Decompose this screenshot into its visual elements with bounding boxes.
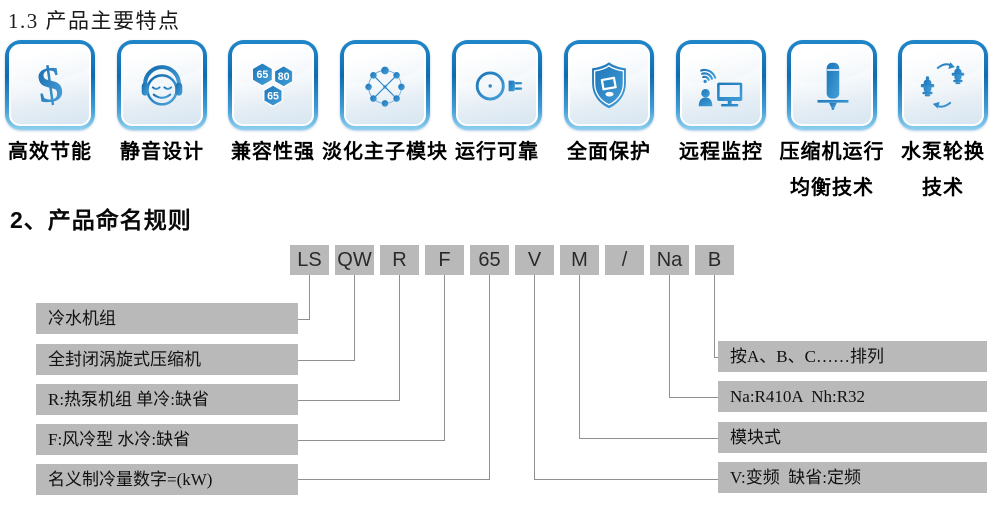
remote-monitoring-icon (698, 68, 743, 107)
section2-title: 2、产品命名规则 (10, 207, 192, 233)
connector-line (714, 357, 718, 358)
feature-label: 水泵轮换 (901, 141, 985, 163)
code-box-QW: QW (335, 245, 374, 275)
hex-value: 65 (256, 69, 268, 81)
shield-monitor-icon (592, 62, 626, 109)
power-plug-icon (475, 71, 523, 101)
feature-compatibility: 65 80 65 兼容性强 (228, 40, 318, 200)
connector-line (534, 479, 718, 480)
code-box-65: 65 (470, 245, 509, 275)
rule-modular: 模块式 (718, 422, 987, 453)
feature-label: 运行可靠 (455, 141, 539, 163)
feature-compressor-balance: 压缩机运行 均衡技术 (780, 40, 884, 200)
connector-line (298, 319, 310, 320)
code-box-R: R (380, 245, 419, 275)
feature-label: 高效节能 (8, 141, 92, 163)
connector-line (444, 275, 445, 441)
svg-text:$: $ (34, 56, 67, 114)
connector-line (669, 397, 718, 398)
connector-line (298, 400, 400, 401)
pump-rotation-icon (920, 62, 965, 109)
code-box-LS: LS (290, 245, 329, 275)
code-box-M: M (560, 245, 599, 275)
feature-label: 全面保护 (567, 141, 651, 163)
rule-refrigerant: Na:R410A Nh:R32 (718, 381, 987, 412)
feature-label-line2: 技术 (922, 177, 964, 199)
code-box-B: B (695, 245, 734, 275)
feature-energy-saving: $ 高效节能 (5, 40, 95, 200)
hexagon-modules-icon: 65 80 65 (251, 61, 294, 108)
connector-line (669, 275, 670, 398)
connector-line (298, 479, 490, 480)
feature-remote-monitoring: 远程监控 (676, 40, 766, 200)
feature-label: 兼容性强 (231, 141, 315, 163)
rule-air-cooled: F:风冷型 水冷:缺省 (36, 424, 298, 455)
feature-label: 静音设计 (120, 141, 204, 163)
connector-line (714, 275, 715, 358)
code-box-Na: Na (650, 245, 689, 275)
network-wheel-icon (365, 66, 405, 107)
hex-value: 65 (267, 91, 279, 103)
feature-full-protection: 全面保护 (564, 40, 654, 200)
rule-abc-order: 按A、B、C……排列 (718, 341, 987, 372)
connector-line (579, 275, 580, 439)
rule-heat-pump: R:热泵机组 单冷:缺省 (36, 384, 298, 415)
dollar-icon: $ (34, 56, 67, 114)
connector-line (298, 360, 355, 361)
connector-line (354, 275, 355, 361)
connector-line (534, 275, 535, 480)
hex-value: 80 (278, 71, 290, 83)
feature-label-line2: 均衡技术 (790, 177, 874, 199)
connector-line (309, 275, 310, 320)
rule-inverter: V:变频 缺省:定频 (718, 462, 987, 493)
connector-line (298, 440, 445, 441)
feature-pump-rotation: 水泵轮换 技术 (898, 40, 988, 200)
feature-silent-design: 静音设计 (117, 40, 207, 200)
connector-line (489, 275, 490, 480)
connector-line (399, 275, 400, 401)
rule-scroll-compressor: 全封闭涡旋式压缩机 (36, 344, 298, 375)
headphones-smiley-icon (141, 65, 183, 106)
feature-master-slave-module: 淡化主子模块 (322, 40, 447, 200)
feature-label: 压缩机运行 (779, 141, 885, 163)
rule-cooling-capacity: 名义制冷量数字=(kW) (36, 464, 298, 495)
feature-label: 远程监控 (679, 141, 763, 163)
code-box-V: V (515, 245, 554, 275)
connector-line (579, 438, 718, 439)
section1-title: 1.3 产品主要特点 (8, 9, 181, 33)
rule-chiller-unit: 冷水机组 (36, 303, 298, 334)
code-box-slash: / (605, 245, 644, 275)
code-box-F: F (425, 245, 464, 275)
feature-label: 淡化主子模块 (322, 141, 448, 163)
feature-reliable-operation: 运行可靠 (452, 40, 542, 200)
compressor-icon (817, 62, 849, 110)
